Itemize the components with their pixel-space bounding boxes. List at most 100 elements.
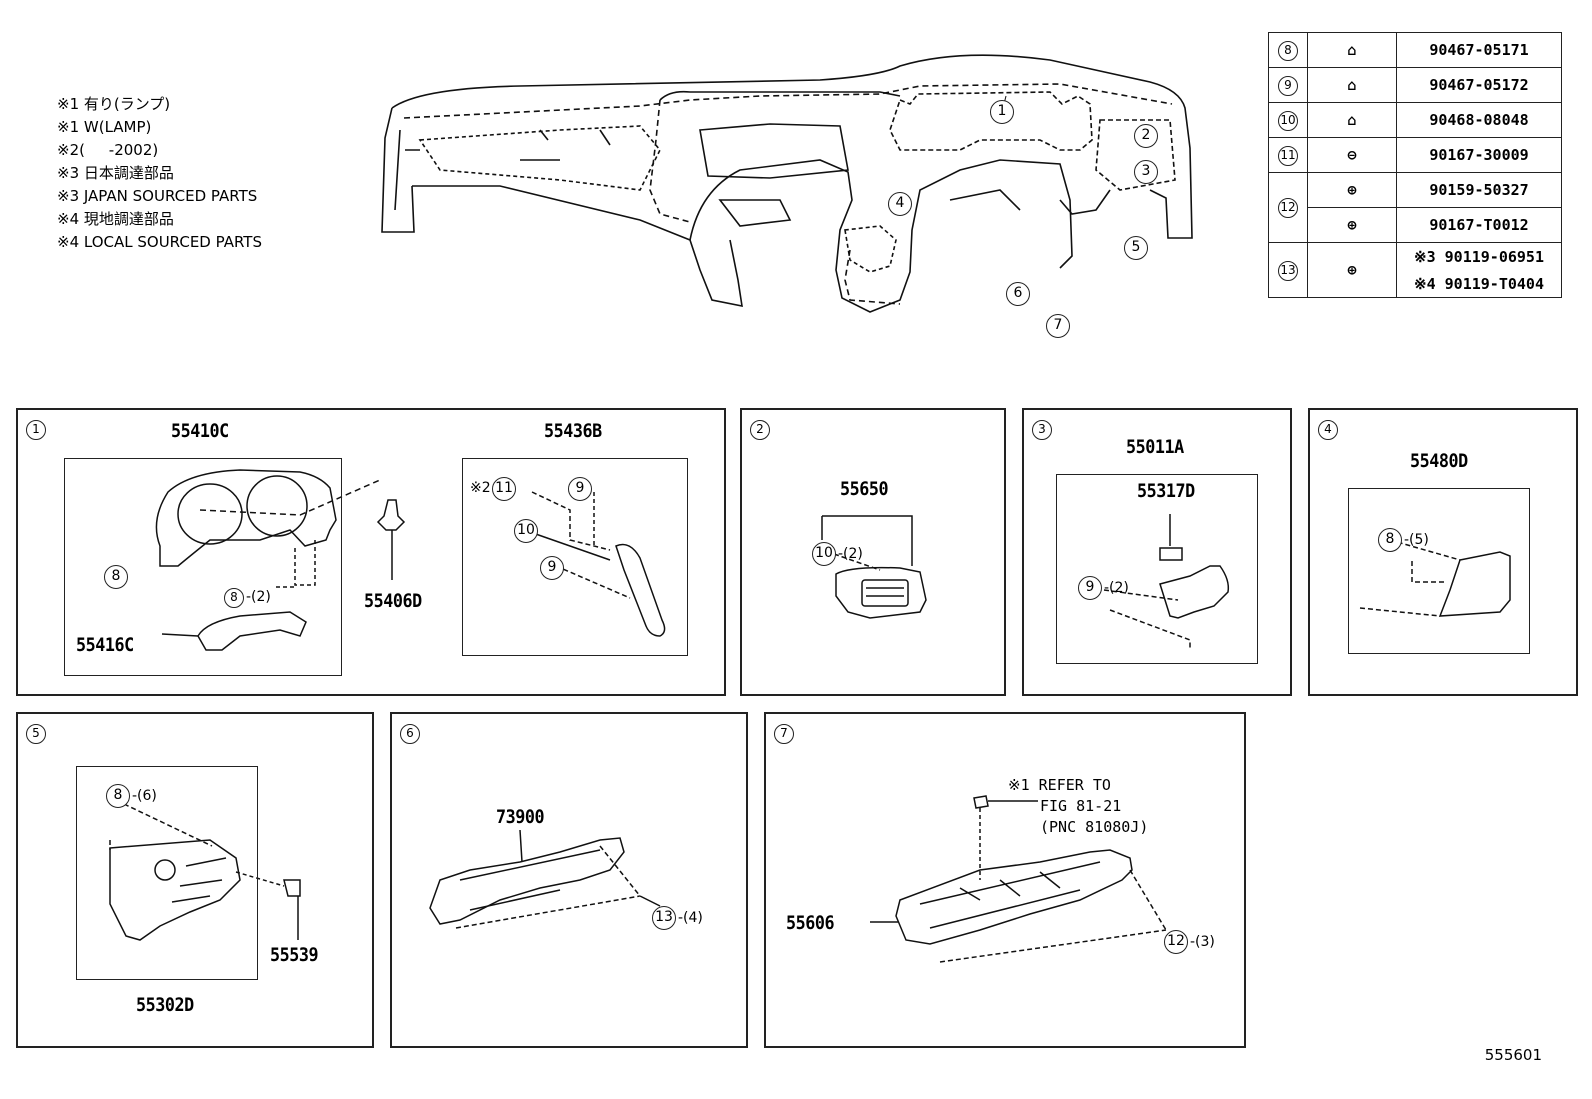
table-row: 11 ⊖ 90167-30009 [1268,137,1562,173]
panel-number: 2 [750,420,770,440]
table-row: 10 ⌂ 90468-08048 [1268,102,1562,138]
panel-1 [16,408,726,696]
note-line: ※2( -2002) [57,141,159,159]
part-label: 55011A [1126,436,1184,458]
part-label: 55436B [544,420,602,442]
overview-callout: 5 [1124,236,1148,260]
ref-circle: 9 [1078,576,1102,600]
subassembly-box [64,458,342,676]
illustration-id: 555601 [1484,1046,1542,1064]
ref-circle: 9 [1278,75,1298,96]
part-label: 55317D [1137,480,1195,502]
note-line: ※1 W(LAMP) [57,118,152,136]
ref-circle: 13 [1278,260,1298,281]
part-number: ※3 90119-06951 [1396,242,1562,270]
bolt-icon: ⊕ [1347,261,1357,279]
part-label: 55650 [840,478,889,500]
panel-6 [390,712,748,1048]
part-label: 55406D [364,590,422,612]
panel-number: 7 [774,724,794,744]
ref-circle: 10 [812,542,836,566]
part-label: 55416C [76,634,134,656]
panel-number: 1 [26,420,46,440]
subassembly-box [462,458,688,656]
panel-3 [1022,408,1292,696]
table-row: ⊕ 90167-T0012 [1269,207,1562,243]
overview-callout: 2 [1134,124,1158,148]
ref-circle: 8 [1278,40,1298,61]
overview-callout: 7 [1046,314,1070,338]
note-line: ※4 LOCAL SOURCED PARTS [57,233,262,251]
screw-icon: ⊖ [1347,146,1357,164]
note-line: ※3 日本調達部品 [57,164,174,182]
part-number: 90159-50327 [1396,172,1562,208]
part-label: 55539 [270,944,319,966]
table-row: 13 ⊕ ※3 90119-06951 [1268,242,1562,298]
part-number: 90167-30009 [1396,137,1562,173]
part-label: 55302D [136,994,194,1016]
quantity-label: -(6) [132,788,157,804]
overview-callout: 3 [1134,160,1158,184]
ref-circle: 13 [652,906,676,930]
reference-note: FIG 81-21 [1040,797,1122,815]
ref-circle: 12 [1164,930,1188,954]
ref-circle: 8 [106,784,130,808]
panel-4 [1308,408,1578,696]
quantity-label: -(2) [838,546,863,562]
part-number: 90468-08048 [1396,102,1562,138]
part-number: 90167-T0012 [1396,207,1562,243]
panel-5 [16,712,374,1048]
reference-note: (PNC 81080J) [1040,818,1149,836]
overview-callout: 4 [888,192,912,216]
panel-number: 3 [1032,420,1052,440]
ref-circle: 9 [568,477,592,501]
ref-circle: 12 [1278,198,1298,218]
overview-callout: 6 [1006,282,1030,306]
table-row: 8 ⌂ 90467-05171 [1268,32,1562,68]
clip-icon: ⌂ [1347,76,1357,94]
panel-number: 6 [400,724,420,744]
ref-circle: 8 [1378,528,1402,552]
footnote-mark: ※2 [470,480,491,496]
note-line: ※3 JAPAN SOURCED PARTS [57,187,258,205]
panel-2 [740,408,1006,696]
quantity-label: -(3) [1190,934,1215,950]
clip-icon: ⌂ [1347,111,1357,129]
note-line: ※4 現地調達部品 [57,210,174,228]
part-label: 55606 [786,912,835,934]
panel-number: 5 [26,724,46,744]
ref-circle: 9 [540,556,564,580]
table-row: ※4 90119-T0404 [1269,270,1562,298]
overview-callout: 1 [990,100,1014,124]
ref-circle: 11 [1278,145,1298,166]
subassembly-box [76,766,258,980]
note-line: ※1 有り(ランプ) [57,95,171,113]
quantity-label: -(2) [1104,580,1129,596]
bolt-icon: ⊕ [1347,216,1357,234]
panel-7 [764,712,1246,1048]
clip-icon: ⌂ [1347,41,1357,59]
part-number: ※4 90119-T0404 [1396,270,1562,298]
table-row: 9 ⌂ 90467-05172 [1268,67,1562,103]
table-row: 12 ⊕ 90159-50327 [1268,172,1562,243]
bolt-icon: ⊕ [1347,181,1357,199]
part-number: 90467-05172 [1396,67,1562,103]
subassembly-box [1348,488,1530,654]
quantity-label: -(5) [1404,532,1429,548]
reference-note: ※1 REFER TO [1008,776,1111,794]
ref-circle: 11 [492,477,516,501]
part-number: 90467-05171 [1396,32,1562,68]
quantity-label: -(4) [678,910,703,926]
part-label: 55410C [171,420,229,442]
ref-circle: 8 [104,565,128,589]
parts-table: 8 ⌂ 90467-05171 9 ⌂ 90467-05172 10 ⌂ 904… [1268,32,1562,298]
ref-circle: 10 [514,519,538,543]
ref-circle: 10 [1278,110,1298,131]
part-label: 73900 [496,806,545,828]
part-label: 55480D [1410,450,1468,472]
subassembly-box [1056,474,1258,664]
quantity-label: -(2) [246,589,271,605]
ref-circle: 8 [224,588,244,608]
panel-number: 4 [1318,420,1338,440]
